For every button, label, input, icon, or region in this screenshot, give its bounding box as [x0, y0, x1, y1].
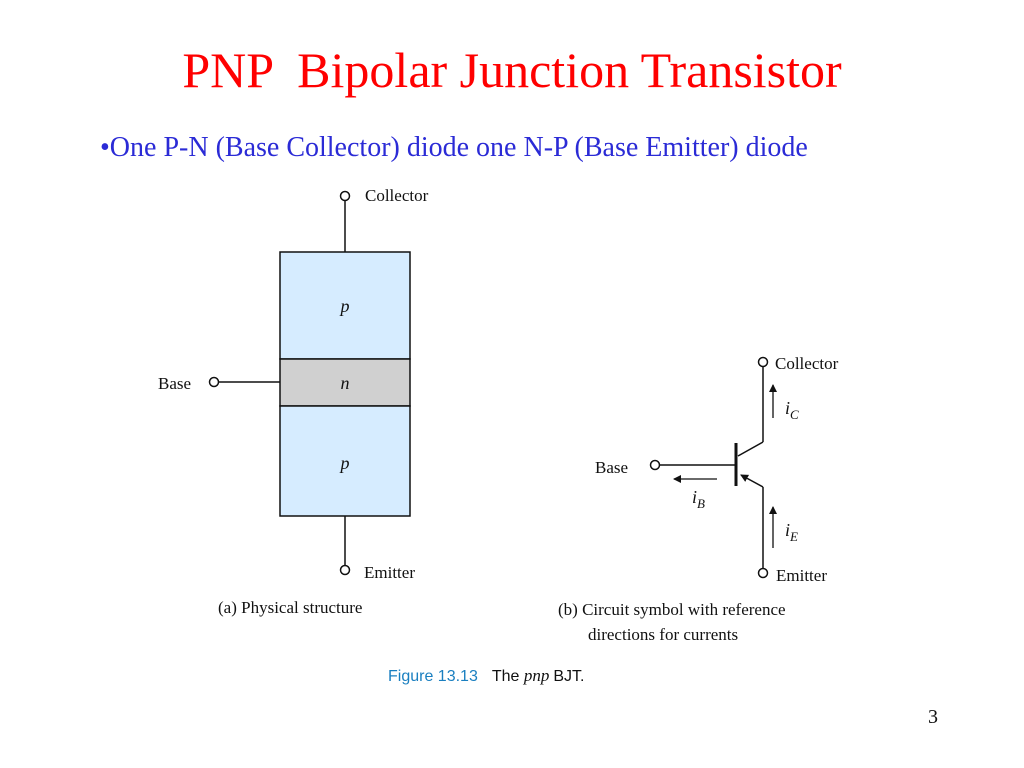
figure-text-pre: The [492, 668, 524, 685]
n-label: n [341, 373, 350, 393]
figure-text-post: BJT. [553, 668, 584, 685]
ie-label: iE [785, 520, 798, 544]
base-label-a: Base [158, 374, 191, 393]
emitter-label-b: Emitter [776, 566, 827, 585]
figure-caption: Figure 13.13 The pnp BJT. [388, 666, 584, 685]
base-terminal-b [649, 459, 661, 471]
collector-terminal [339, 190, 351, 202]
collector-diagonal [737, 441, 764, 457]
base-label-b: Base [595, 458, 628, 477]
slide-title: PNP Bipolar Junction Transistor [182, 42, 842, 98]
p-label-bottom: p [339, 453, 350, 473]
physical-structure: Collector p n p Base Emitter (a) Physica… [158, 186, 429, 617]
caption-b-line1: (b) Circuit symbol with reference [558, 600, 786, 619]
circuit-symbol: Collector iC Base iB Emitter iE (b) Circ… [558, 354, 839, 644]
p-label-top: p [339, 296, 350, 316]
figure-number: Figure 13.13 [388, 668, 478, 685]
emitter-terminal-a [339, 564, 351, 576]
caption-b-line2: directions for currents [588, 625, 738, 644]
bullet-text: •One P-N (Base Collector) diode one N-P … [100, 132, 808, 163]
emitter-diagonal [740, 474, 764, 488]
base-terminal-a [208, 376, 220, 388]
figure-text-italic: pnp [523, 666, 550, 685]
collector-label-a: Collector [365, 186, 429, 205]
caption-a: (a) Physical structure [218, 598, 362, 617]
emitter-terminal-b [757, 567, 769, 579]
ib-label: iB [692, 487, 705, 511]
collector-terminal-b [757, 356, 769, 368]
ic-label: iC [785, 398, 799, 422]
collector-label-b: Collector [775, 354, 839, 373]
emitter-label-a: Emitter [364, 563, 415, 582]
slide-number: 3 [928, 706, 938, 728]
